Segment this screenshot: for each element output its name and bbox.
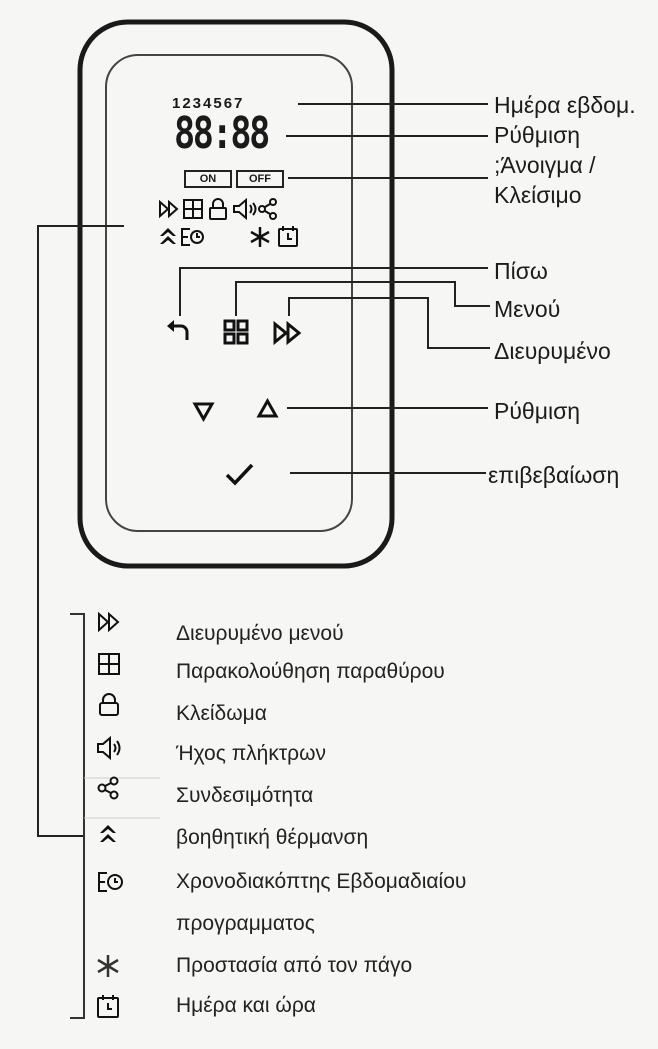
- snowflake-icon: [97, 955, 119, 977]
- calendar-clock-icon: [97, 995, 119, 1018]
- up-button[interactable]: [256, 398, 280, 420]
- status-icons-row1: [159, 197, 277, 221]
- back-button[interactable]: [165, 318, 195, 346]
- label-weekday: Ημέρα εβδομ.: [494, 92, 636, 118]
- status-icons-row2: [160, 226, 298, 247]
- display-panel: [105, 54, 353, 532]
- off-indicator: OFF: [236, 170, 284, 188]
- label-on-off-2: Κλείσιμο: [494, 182, 582, 208]
- double-chevron-up-icon: [160, 228, 176, 244]
- down-button[interactable]: [192, 400, 216, 422]
- window-grid-icon: [98, 653, 120, 675]
- legend-text-frost-protection: Προστασία από τον πάγο: [176, 954, 413, 977]
- label-menu: Μενού: [494, 296, 561, 322]
- weekly-timer-icon: [98, 872, 123, 892]
- label-back: Πίσω: [494, 258, 548, 284]
- menu-button[interactable]: [222, 318, 250, 346]
- weekday-digits: 1234567: [172, 95, 245, 112]
- weekly-timer-icon: [181, 228, 204, 246]
- window-grid-icon: [183, 199, 203, 219]
- label-extended: Διευρυμένο: [494, 338, 611, 364]
- label-confirm: επιβεβαίωση: [488, 462, 620, 488]
- fast-forward-icon: [98, 611, 120, 633]
- confirm-button[interactable]: [224, 460, 256, 488]
- snowflake-icon: [250, 227, 270, 247]
- lock-icon: [99, 693, 119, 716]
- legend-text-lock: Κλείδωμα: [176, 702, 267, 725]
- on-indicator: ON: [184, 170, 232, 188]
- double-chevron-up-icon: [100, 825, 116, 842]
- label-setting: Ρύθμιση: [494, 398, 581, 424]
- extended-menu-button[interactable]: [272, 320, 306, 346]
- label-on-off: ;Άνοιγμα /: [494, 152, 596, 178]
- share-icon: [97, 776, 119, 800]
- share-icon: [258, 198, 277, 220]
- speaker-icon: [233, 197, 257, 221]
- fast-forward-icon: [159, 199, 179, 219]
- legend-text-weekly-timer-2: προγραμματος: [176, 912, 315, 935]
- legend-text-aux-heating: βοηθητική θέρμανση: [176, 826, 369, 849]
- label-setting-top: Ρύθμιση: [494, 122, 581, 148]
- legend-text-window-monitoring: Παρακολούθηση παραθύρου: [176, 660, 445, 683]
- legend-text-extended-menu: Διευρυμένο μενού: [176, 622, 344, 645]
- calendar-clock-icon: [278, 226, 298, 247]
- legend-text-weekly-timer: Χρονοδιακόπτης Εβδομαδιαίου: [176, 870, 467, 893]
- speaker-icon: [97, 736, 121, 760]
- device-frame: [77, 19, 395, 569]
- time-display: 88:88: [174, 108, 270, 159]
- lock-icon: [209, 198, 227, 220]
- legend-text-connectivity: Συνδεσιμότητα: [176, 784, 314, 807]
- legend-text-key-sound: Ήχος πλήκτρων: [176, 742, 326, 765]
- legend-text-day-time: Ημέρα και ώρα: [176, 994, 316, 1017]
